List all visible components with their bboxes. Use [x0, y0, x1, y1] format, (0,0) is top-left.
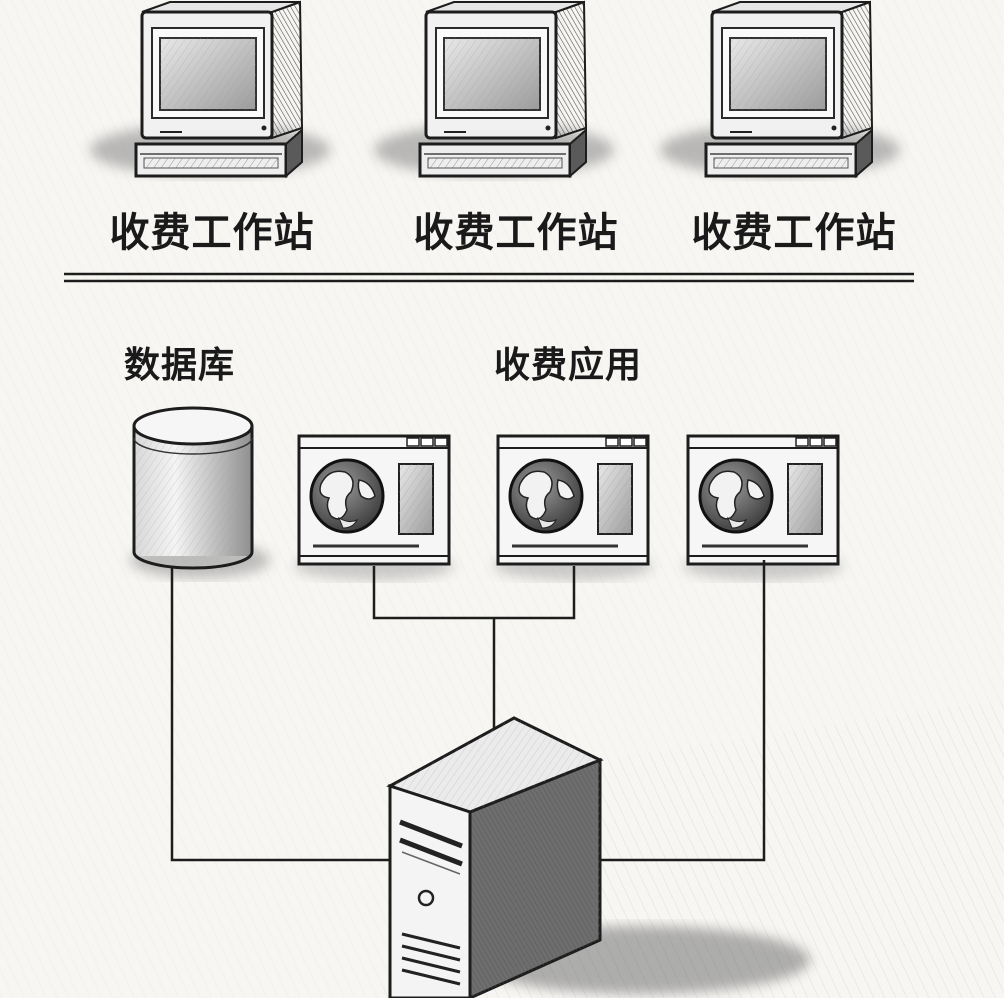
database-cylinder-icon — [130, 406, 270, 578]
workstation-3-label: 收费工作站 — [691, 210, 897, 256]
database-label: 数据库 — [124, 345, 236, 386]
application-window-2-icon — [493, 436, 653, 580]
workstation-2-label: 收费工作站 — [413, 210, 619, 256]
application-window-1-icon — [294, 436, 454, 580]
workstation-1-label: 收费工作站 — [109, 210, 315, 256]
tower-server-icon — [386, 716, 810, 998]
section-divider — [64, 272, 914, 283]
applications-label: 收费应用 — [494, 345, 643, 386]
application-window-3-icon — [683, 436, 843, 580]
